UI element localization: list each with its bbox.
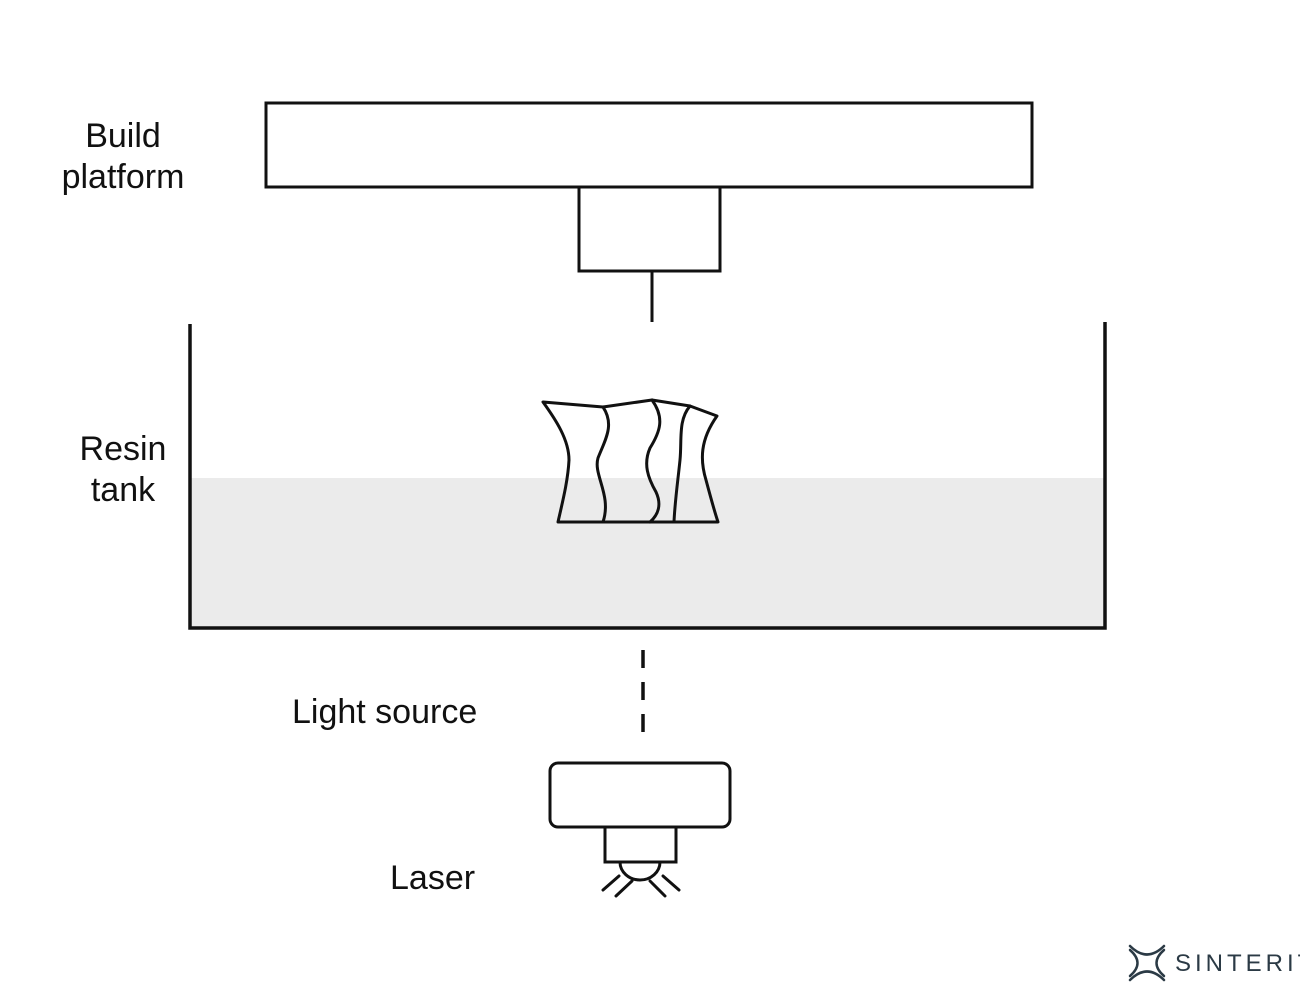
laser-label: Laser [390, 859, 476, 897]
laser-unit [548, 761, 732, 898]
resin-tank [188, 322, 1107, 630]
light-source-housing [548, 761, 732, 829]
laser-rays-icon [601, 874, 681, 898]
resin-tank-label: Resin tank [80, 429, 167, 511]
build-platform-plate [264, 101, 1034, 189]
light-source-label: Light source [292, 693, 478, 731]
build-platform-mount [577, 185, 722, 273]
build-platform [264, 101, 1034, 322]
laser-head [603, 825, 678, 864]
sinterit-logo-icon [1128, 944, 1166, 982]
printed-part [541, 398, 720, 524]
resin-tank-label-line2: tank [90, 471, 156, 509]
resin-liquid [190, 478, 1105, 628]
build-platform-label-line2: platform [61, 158, 185, 196]
sinterit-logo-text: SINTERIT [1175, 950, 1300, 977]
build-platform-label: Build platform [62, 116, 185, 198]
laser-lens [618, 861, 662, 882]
resin-tank-label-line1: Resin [79, 430, 167, 468]
build-platform-label-line1: Build [85, 117, 161, 155]
